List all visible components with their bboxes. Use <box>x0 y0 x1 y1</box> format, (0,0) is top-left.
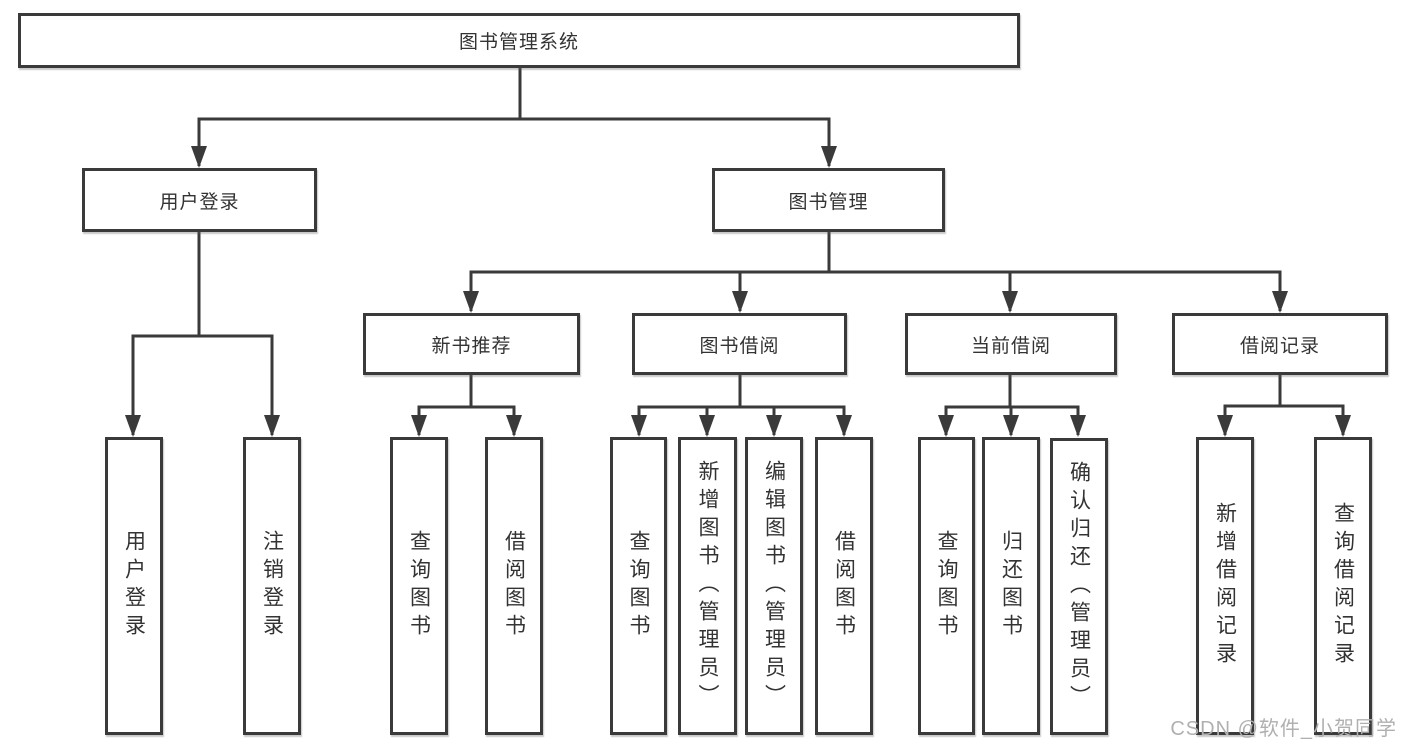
node-query-books-current: 查询图书 <box>918 437 975 735</box>
csdn-watermark: CSDN @软件_小贺同学 <box>1170 718 1397 740</box>
node-add-borrow-record: 新增借阅记录 <box>1196 437 1254 735</box>
node-add-books-admin: 新增图书（管理员） <box>678 437 737 735</box>
node-query-borrow-record: 查询借阅记录 <box>1314 437 1372 735</box>
node-library-system: 图书管理系统 <box>18 13 1020 68</box>
node-borrowing-records: 借阅记录 <box>1172 313 1388 375</box>
node-borrow-books-recommend: 借阅图书 <box>485 437 543 735</box>
connector-user-login-branch <box>125 232 280 437</box>
node-borrow-books-leaf: 借阅图书 <box>815 437 873 735</box>
node-current-borrowing: 当前借阅 <box>905 313 1117 375</box>
node-user-login-leaf: 用户登录 <box>105 437 163 735</box>
node-book-borrowing: 图书借阅 <box>632 313 847 375</box>
node-confirm-return-admin: 确认归还（管理员） <box>1050 438 1108 735</box>
connector-root-branch <box>191 68 837 168</box>
node-book-management-branch: 图书管理 <box>712 168 945 232</box>
node-user-login-branch: 用户登录 <box>82 168 317 232</box>
node-edit-books-admin: 编辑图书（管理员） <box>745 437 803 735</box>
node-query-books-recommend: 查询图书 <box>390 437 448 735</box>
connector-current-borrowing-branch <box>938 375 1086 437</box>
connector-borrowing-records-branch <box>1217 375 1351 437</box>
connector-book-management-branch <box>463 232 1288 313</box>
connector-book-borrowing-branch <box>631 375 852 437</box>
node-return-books: 归还图书 <box>982 437 1040 735</box>
connector-new-book-recommend-branch <box>411 375 522 437</box>
node-query-books-borrowing: 查询图书 <box>610 437 667 735</box>
node-logout-leaf: 注销登录 <box>243 437 301 735</box>
node-new-book-recommend: 新书推荐 <box>363 313 580 375</box>
